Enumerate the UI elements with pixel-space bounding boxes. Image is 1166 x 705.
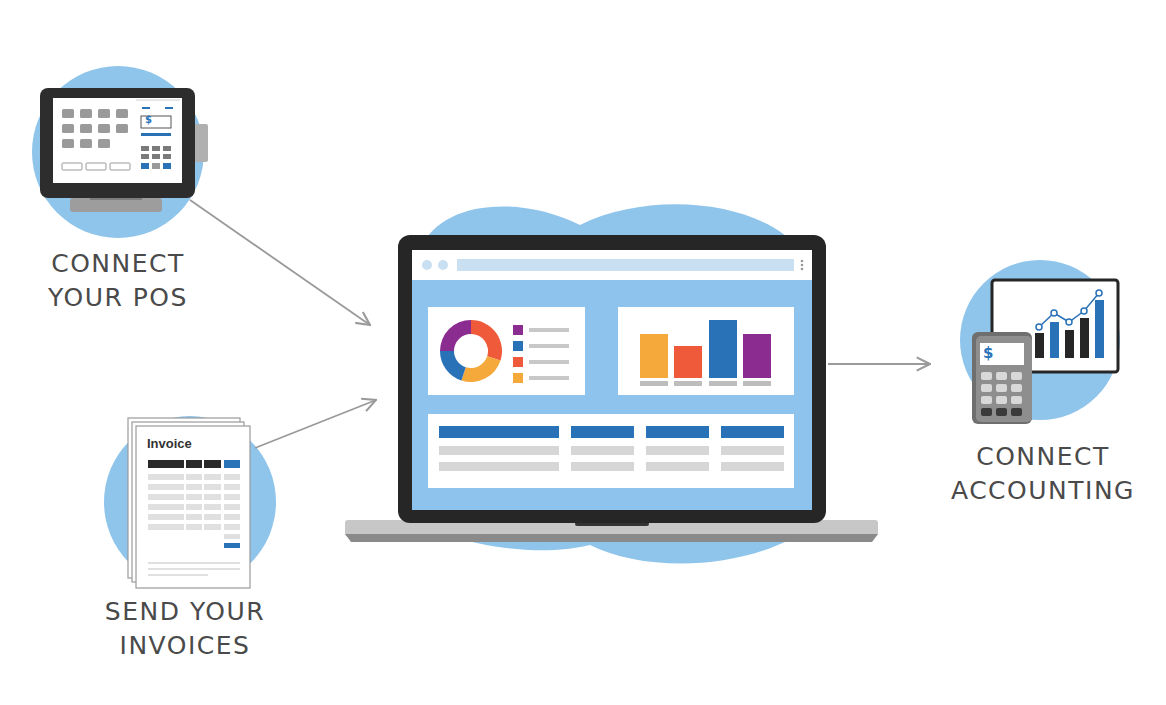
step-label: SEND YOUR INVOICES <box>90 595 280 663</box>
accounting-icon <box>972 280 1118 424</box>
currency-sign: $ <box>983 346 993 361</box>
currency-sign: $ <box>145 115 152 125</box>
blob <box>104 416 276 588</box>
document-title: Invoice <box>147 437 192 450</box>
step-node: $ CONNECT ACCOUNTING <box>935 260 1155 520</box>
step-node: $ CONNECT YOUR POS <box>30 60 230 330</box>
laptop <box>345 235 878 542</box>
step-node: InvoiceSEND YOUR INVOICES <box>90 400 290 680</box>
invoice-stack <box>128 418 250 588</box>
step-label: CONNECT ACCOUNTING <box>936 440 1151 508</box>
blob <box>32 66 204 238</box>
step-label: CONNECT YOUR POS <box>33 247 203 315</box>
pos-terminal <box>40 88 208 212</box>
